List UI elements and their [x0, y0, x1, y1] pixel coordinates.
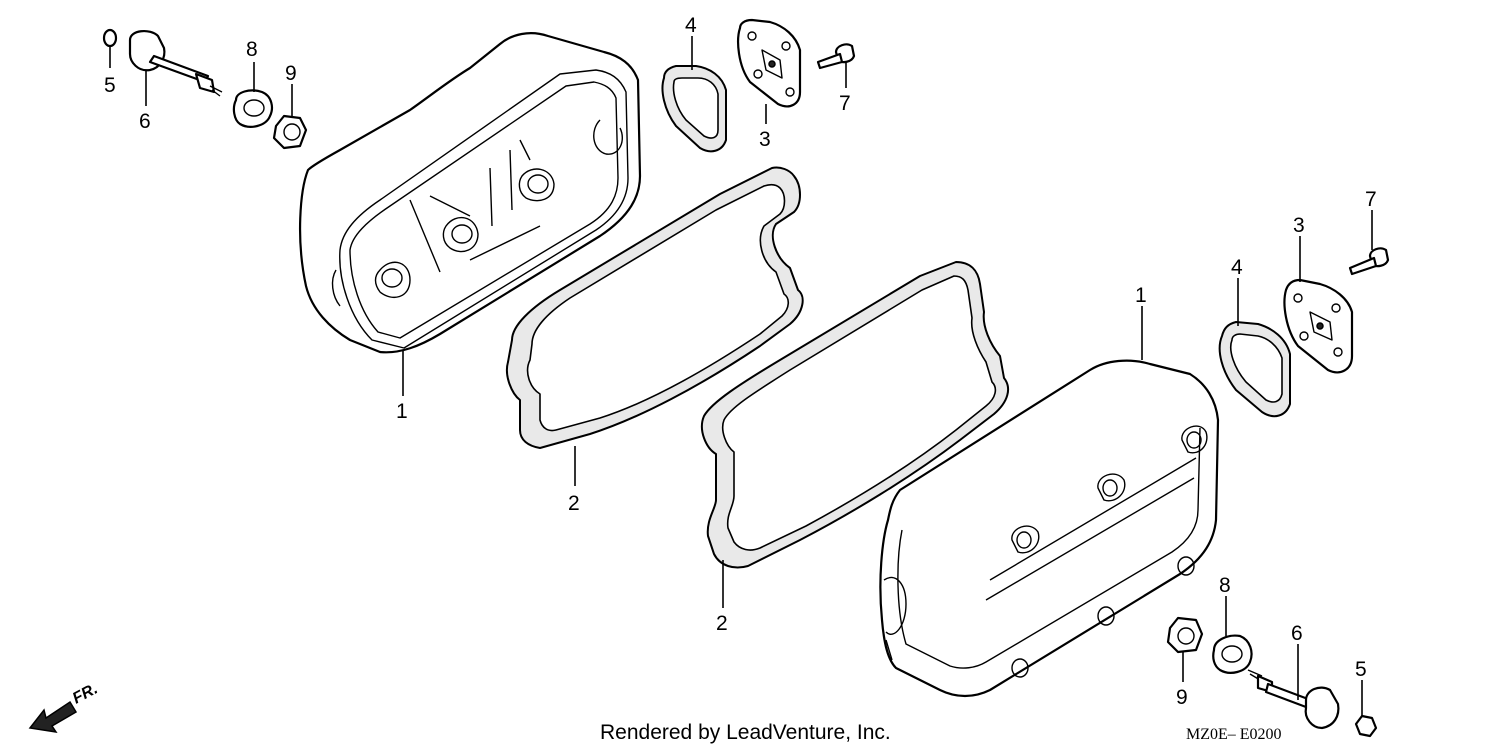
front-direction-label: FR. [70, 680, 101, 707]
part-7-screw-left[interactable] [816, 43, 856, 70]
callout-3-left: 3 [759, 128, 771, 151]
callout-6-right: 6 [1291, 622, 1303, 645]
callout-3-right: 3 [1293, 214, 1305, 237]
callout-4-right: 4 [1231, 256, 1243, 279]
callout-8-left: 8 [246, 38, 258, 61]
callout-9-right: 9 [1176, 686, 1188, 709]
callout-2-right: 2 [716, 612, 728, 635]
part-3-cover-plate-left[interactable] [737, 18, 802, 108]
front-direction-arrow-icon [28, 700, 78, 734]
part-5-cap-nut-right[interactable] [1354, 714, 1378, 738]
part-7-screw-right[interactable] [1348, 247, 1390, 276]
leader-lines [109, 36, 1373, 716]
callout-6-left: 6 [139, 110, 151, 133]
part-9-nut-left[interactable] [272, 114, 308, 150]
callout-5-right: 5 [1355, 658, 1367, 681]
callout-1-left: 1 [396, 400, 408, 423]
part-8-washer-left[interactable] [232, 89, 273, 128]
callout-2-left: 2 [568, 492, 580, 515]
part-2-gasket-right[interactable] [700, 261, 1010, 569]
callout-9-left: 9 [285, 62, 297, 85]
diagram-code: MZ0E– E0200 [1186, 726, 1282, 743]
part-3-cover-plate-right[interactable] [1283, 278, 1354, 374]
part-9-nut-right[interactable] [1166, 616, 1204, 654]
part-2-gasket-left[interactable] [506, 166, 804, 449]
callout-7-left: 7 [839, 92, 851, 115]
part-6-bolt-left[interactable] [128, 30, 223, 97]
callout-8-right: 8 [1219, 574, 1231, 597]
callout-7-right: 7 [1365, 188, 1377, 211]
part-1-head-cover-right[interactable] [879, 359, 1220, 698]
part-6-bolt-right[interactable] [1247, 669, 1340, 730]
part-8-washer-right[interactable] [1212, 634, 1253, 674]
part-5-cap-nut-left[interactable] [102, 28, 118, 48]
part-4-small-gasket-left[interactable] [661, 65, 727, 153]
render-credit: Rendered by LeadVenture, Inc. [600, 721, 891, 744]
callout-5-left: 5 [104, 74, 116, 97]
callout-1-right: 1 [1135, 284, 1147, 307]
part-4-small-gasket-right[interactable] [1218, 321, 1291, 418]
callout-4-left: 4 [685, 14, 697, 37]
part-1-head-cover-left[interactable] [299, 32, 642, 354]
